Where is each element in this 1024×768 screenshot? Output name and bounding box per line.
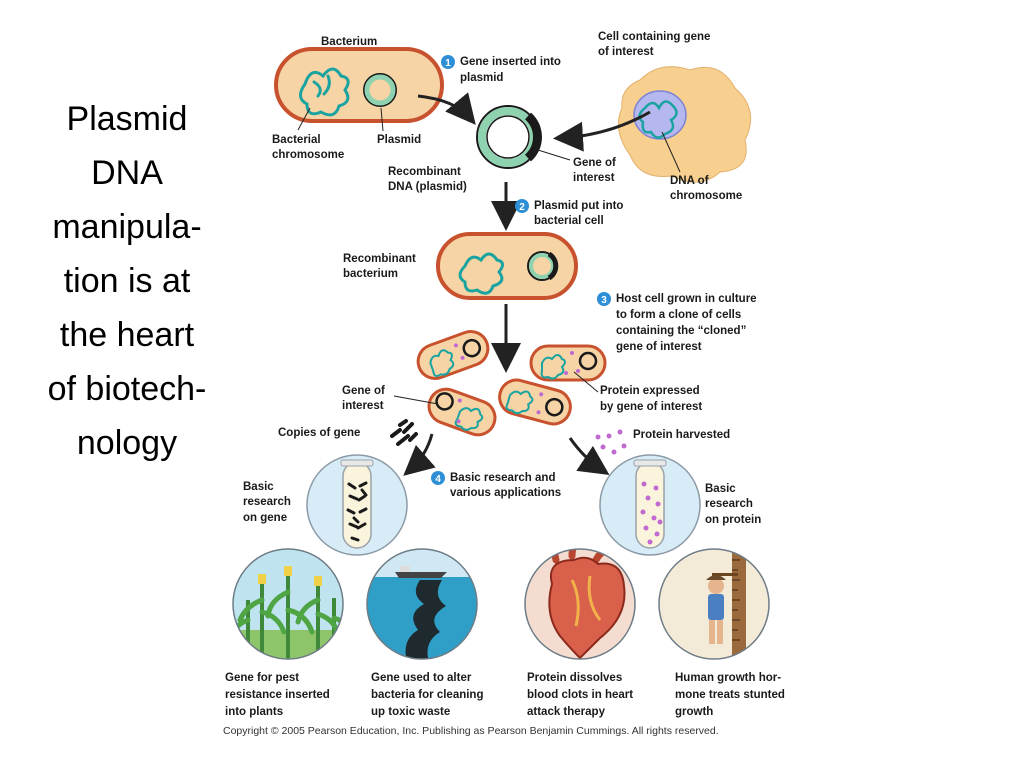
label-copies-of-gene: Copies of gene xyxy=(278,427,360,439)
clone-cell xyxy=(498,378,572,426)
caption-toxic-waste: Gene used to alter bacteria for cleaning… xyxy=(371,672,487,718)
label-basic-research-gene: Basic research on gene xyxy=(243,481,294,524)
chromosome-dna xyxy=(638,100,678,139)
step-1: 1 Gene inserted into plasmid xyxy=(441,55,564,84)
clone-cell xyxy=(416,330,490,380)
bacterial-chromosome-dna xyxy=(299,67,350,117)
label-protein-harvested: Protein harvested xyxy=(633,429,730,441)
label-basic-research-protein: Basic research on protein xyxy=(705,483,761,526)
label-protein-expressed: Protein expressed by gene of interest xyxy=(600,385,703,413)
title-line: manipula- xyxy=(52,208,202,246)
label-gene-of-interest-mid: Gene of interest xyxy=(342,385,388,412)
protein-molecules xyxy=(595,429,627,455)
step-2-text: Plasmid put into bacterial cell xyxy=(534,200,627,227)
gene-of-interest-segment xyxy=(524,112,542,162)
step-1-text: Gene inserted into plasmid xyxy=(460,56,564,84)
label-cell-containing-gene: Cell containing gene of interest xyxy=(598,31,714,58)
application-toxic-waste-image xyxy=(366,548,478,660)
label-bacterial-chromosome: Bacterial chromosome xyxy=(272,134,344,161)
step-4: 4 Basic research and various application… xyxy=(431,471,561,499)
step-3: 3 Host cell grown in culture to form a c… xyxy=(597,292,760,353)
title-line: the heart xyxy=(59,316,195,354)
clone-cell xyxy=(427,387,497,437)
gene-copies xyxy=(390,419,418,446)
application-growth-image xyxy=(658,548,770,660)
application-plants-image xyxy=(232,548,344,660)
title-line: nology xyxy=(76,424,178,462)
caption-pest-resistance: Gene for pest resistance inserted into p… xyxy=(225,672,333,718)
research-protein-circle xyxy=(599,454,701,556)
caption-growth-hormone: Human growth hor- mone treats stunted gr… xyxy=(675,672,788,718)
title-line: tion is at xyxy=(63,262,191,300)
title-line: Plasmid xyxy=(66,100,188,138)
svg-text:2: 2 xyxy=(519,202,525,213)
svg-text:4: 4 xyxy=(435,474,441,485)
application-heart-image xyxy=(524,548,636,660)
title-line: DNA xyxy=(91,154,163,192)
step-3-text: Host cell grown in culture to form a clo… xyxy=(616,293,760,353)
svg-text:3: 3 xyxy=(601,295,607,306)
research-gene-circle xyxy=(306,454,408,556)
caption-blood-clots: Protein dissolves blood clots in heart a… xyxy=(527,672,636,718)
copyright-notice: Copyright © 2005 Pearson Education, Inc.… xyxy=(223,725,719,737)
label-plasmid: Plasmid xyxy=(377,134,421,146)
plasmid-ring xyxy=(363,73,397,107)
bacterium-original xyxy=(274,47,444,123)
step-4-text: Basic research and various applications xyxy=(450,472,561,499)
step-2: 2 Plasmid put into bacterial cell xyxy=(515,199,627,227)
recombinant-plasmid xyxy=(476,105,542,169)
label-recombinant-bacterium: Recombinant bacterium xyxy=(343,253,419,280)
recombinant-bacterium xyxy=(436,232,578,300)
label-bacterium: Bacterium xyxy=(321,36,377,48)
cell-containing-gene xyxy=(617,66,752,183)
label-gene-of-interest-top: Gene of interest xyxy=(573,157,619,184)
svg-text:1: 1 xyxy=(445,58,451,69)
clone-cell xyxy=(529,344,607,382)
slide-title: Plasmid DNA manipula- tion is at the hea… xyxy=(22,92,232,470)
title-line: of biotech- xyxy=(47,370,207,408)
label-recombinant-dna: Recombinant DNA (plasmid) xyxy=(388,166,467,193)
label-dna-of-chromosome: DNA of chromosome xyxy=(670,175,742,202)
